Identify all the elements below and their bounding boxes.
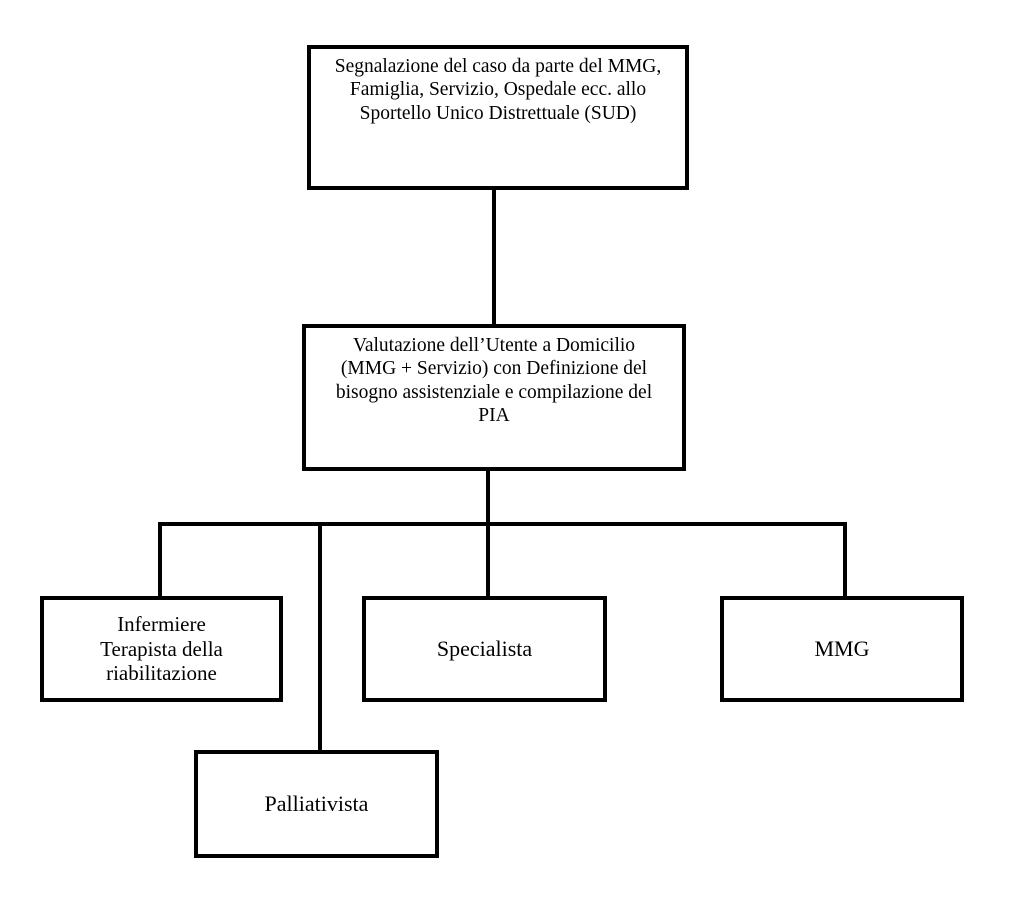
node-valutazione-line-2: (MMG + Servizio) con Definizione del [340, 358, 648, 380]
node-infermiere-line-1: Infermiere [117, 611, 206, 636]
node-infermiere-line-3: riabilitazione [106, 661, 217, 686]
node-mmg-label: MMG [814, 636, 870, 662]
node-specialista: Specialista [362, 596, 607, 702]
node-valutazione: Valutazione dell’Utente a Domicilio (MMG… [302, 324, 686, 471]
node-specialista-label: Specialista [436, 636, 533, 662]
node-valutazione-line-4: PIA [478, 405, 510, 427]
node-segnalazione: Segnalazione del caso da parte del MMG, … [307, 45, 689, 190]
node-valutazione-line-1: Valutazione dell’Utente a Domicilio [352, 335, 636, 356]
node-infermiere: Infermiere Terapista della riabilitazion… [40, 596, 283, 702]
node-segnalazione-line-2: Famiglia, Servizio, Ospedale ecc. allo [349, 79, 647, 101]
node-mmg: MMG [720, 596, 964, 702]
node-infermiere-line-2: Terapista della [100, 636, 223, 661]
node-segnalazione-line-3: Sportello Unico Distrettuale (SUD) [359, 102, 637, 124]
node-valutazione-line-3: bisogno assistenziale e compilazione del [335, 381, 653, 403]
node-palliativista: Palliativista [194, 750, 439, 858]
node-segnalazione-line-1: Segnalazione del caso da parte del MMG, [334, 56, 662, 77]
node-palliativista-label: Palliativista [264, 791, 369, 817]
